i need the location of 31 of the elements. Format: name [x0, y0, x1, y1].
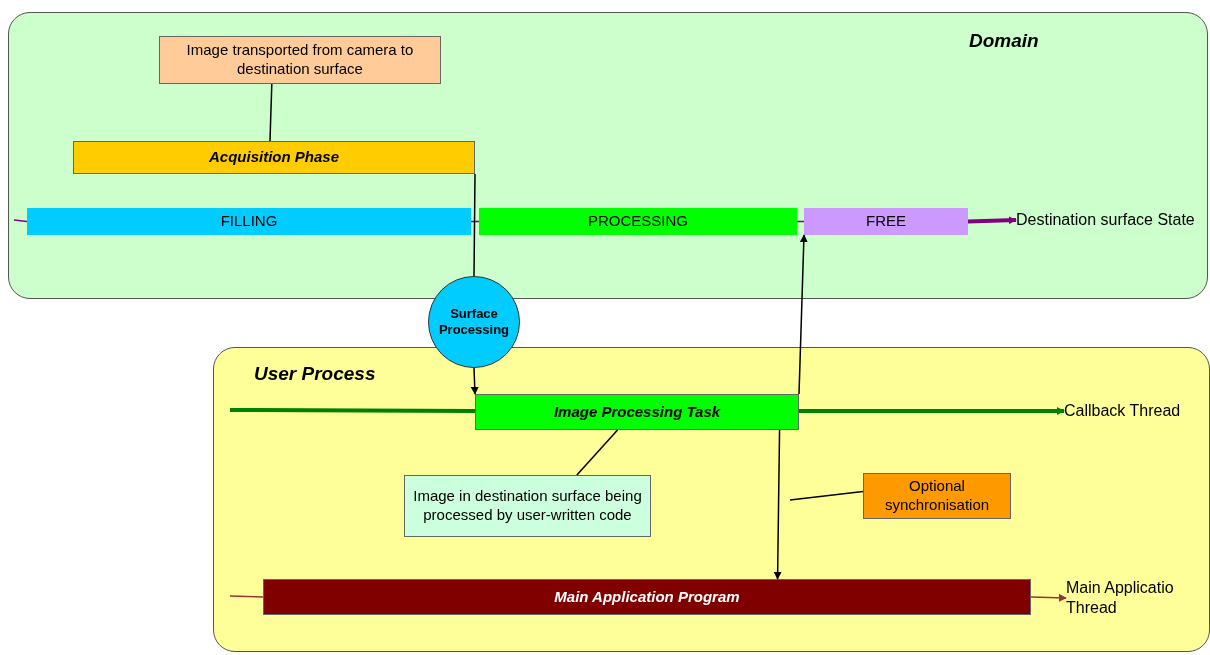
arrow [470, 367, 479, 395]
connector-line [473, 173, 476, 277]
leader-line [576, 429, 619, 476]
leader-line [789, 490, 864, 501]
program-bar: Main Application Program [263, 579, 1031, 615]
arrow [1030, 593, 1067, 602]
arrow [798, 234, 808, 395]
leader-line [269, 83, 273, 142]
panel-title: Domain [969, 29, 1039, 53]
domain-panel [8, 12, 1208, 299]
state-bar: FREE [804, 208, 968, 235]
callout-box: Optional synchronisation [863, 473, 1011, 519]
task-bar: Image Processing Task [475, 394, 799, 430]
phase-bar: Acquisition Phase [73, 141, 475, 174]
callout-box: Image transported from camera to destination surface [159, 36, 441, 84]
panel-title: User Process [254, 362, 376, 386]
callout-box: Image in destination surface being processed by user-written code [404, 475, 651, 537]
connector-line [796, 220, 805, 223]
axis-label: Main Applicatio Thread [1066, 576, 1206, 620]
arrow [799, 407, 1065, 415]
connector-line [13, 219, 28, 223]
arrow [967, 216, 1017, 225]
axis-label: Callback Thread [1064, 389, 1184, 433]
connector-line [230, 408, 475, 413]
axis-label: Destination surface State [1016, 199, 1201, 241]
state-bar: PROCESSING [479, 208, 797, 235]
user-process-panel [213, 347, 1210, 652]
connector-line [229, 595, 264, 598]
state-bar: FILLING [27, 208, 471, 235]
connector-line [470, 220, 480, 223]
arrow [773, 429, 782, 580]
